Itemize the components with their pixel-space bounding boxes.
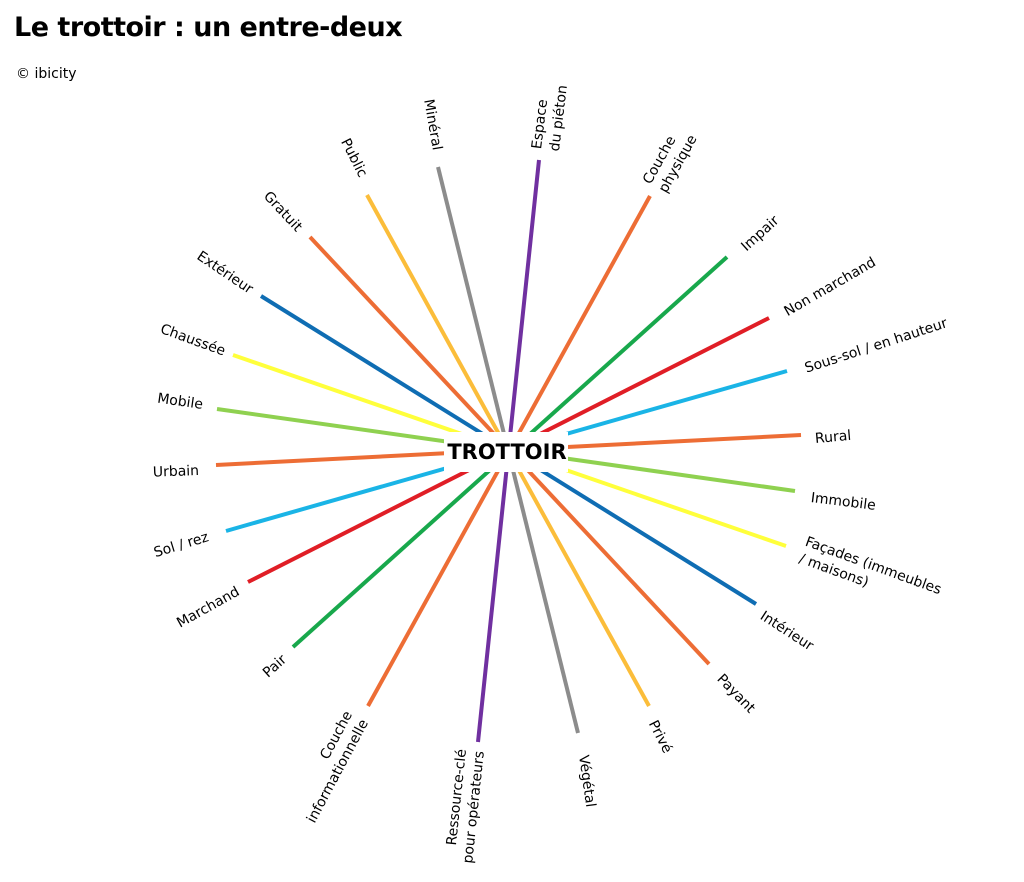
label-opposite-vegetal: Minéral bbox=[420, 98, 445, 152]
label-opposite-sous-sol-line-1: Sol / rez bbox=[152, 529, 211, 561]
label-opposite-non-marchand-line-1: Marchand bbox=[174, 584, 242, 631]
label-prive-line-1: Privé bbox=[645, 718, 675, 756]
label-impair-line-1: Impair bbox=[738, 213, 782, 255]
copyright-notice: © ibicity bbox=[16, 66, 77, 82]
label-espace-pieton-line-1: Espace bbox=[529, 99, 551, 150]
label-immobile-line-1: Immobile bbox=[810, 490, 877, 514]
label-opposite-immobile-line-1: Mobile bbox=[156, 391, 204, 413]
label-opposite-sous-sol: Sol / rez bbox=[152, 529, 211, 561]
label-rural: Rural bbox=[814, 428, 851, 447]
label-opposite-rural: Urbain bbox=[153, 463, 200, 481]
label-opposite-facades: Chaussée bbox=[158, 321, 227, 359]
label-payant-line-1: Payant bbox=[714, 671, 759, 717]
label-opposite-payant: Gratuit bbox=[260, 188, 305, 235]
label-interieur: Intérieur bbox=[757, 608, 816, 654]
label-opposite-immobile: Mobile bbox=[156, 391, 204, 413]
label-facades: Façades (immeubles/ maisons) bbox=[797, 534, 944, 615]
label-opposite-interieur: Extérieur bbox=[194, 248, 256, 297]
label-interieur-line-1: Intérieur bbox=[757, 608, 816, 654]
label-couche-physique: Couchephysique bbox=[640, 124, 701, 196]
center-background bbox=[444, 432, 568, 472]
label-vegetal-line-1: Végétal bbox=[575, 754, 598, 808]
label-payant: Payant bbox=[714, 671, 759, 717]
label-opposite-prive-line-1: Public bbox=[337, 136, 370, 180]
label-opposite-rural-line-1: Urbain bbox=[153, 463, 200, 481]
center-node: TROTTOIR bbox=[444, 432, 568, 472]
label-non-marchand-line-1: Non marchand bbox=[782, 254, 879, 319]
label-vegetal: Végétal bbox=[575, 754, 598, 808]
label-rural-line-1: Rural bbox=[814, 428, 851, 447]
label-opposite-prive: Public bbox=[337, 136, 370, 180]
label-opposite-impair: Pair bbox=[260, 652, 290, 681]
label-impair: Impair bbox=[738, 213, 782, 255]
label-opposite-facades-line-1: Chaussée bbox=[158, 321, 227, 359]
label-opposite-espace-pieton: Ressource-clépour opérateurs bbox=[442, 748, 488, 864]
label-espace-pieton: Espacedu piéton bbox=[529, 82, 571, 152]
label-opposite-impair-line-1: Pair bbox=[260, 652, 290, 681]
label-opposite-interieur-line-1: Extérieur bbox=[194, 248, 256, 297]
label-opposite-vegetal-line-1: Minéral bbox=[420, 98, 445, 152]
label-immobile: Immobile bbox=[810, 490, 877, 514]
label-non-marchand: Non marchand bbox=[782, 254, 879, 319]
center-label: TROTTOIR bbox=[447, 440, 566, 464]
label-prive: Privé bbox=[645, 718, 675, 756]
label-espace-pieton-line-2: du piéton bbox=[547, 84, 571, 152]
label-sous-sol: Sous-sol / en hauteur bbox=[803, 315, 950, 376]
page-title: Le trottoir : un entre-deux bbox=[14, 12, 403, 43]
label-opposite-non-marchand: Marchand bbox=[174, 584, 242, 631]
label-opposite-payant-line-1: Gratuit bbox=[260, 188, 305, 235]
label-sous-sol-line-1: Sous-sol / en hauteur bbox=[803, 315, 950, 376]
label-opposite-couche-physique: Coucheinformationnelle bbox=[288, 708, 372, 825]
